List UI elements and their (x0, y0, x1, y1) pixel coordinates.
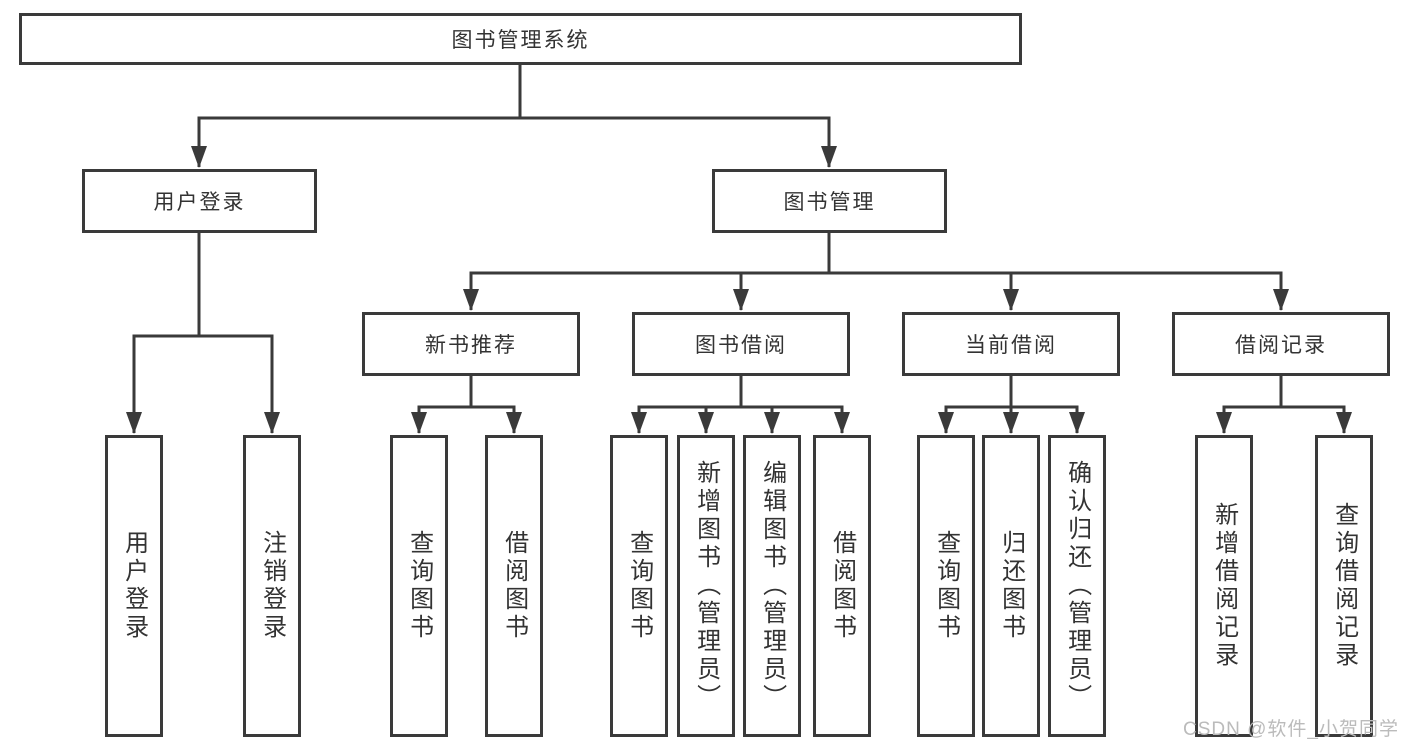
leaf-borrow-books-2: 借阅图书 (813, 435, 871, 737)
leaf-add-book-admin: 新增图书（管理员） (677, 435, 735, 737)
leaf-confirm-return-admin: 确认归还（管理员） (1048, 435, 1106, 737)
leaf-query-books-3: 查询图书 (917, 435, 975, 737)
node-library-system: 图书管理系统 (19, 13, 1022, 65)
node-new-book-recommend: 新书推荐 (362, 312, 580, 376)
leaf-logout: 注销登录 (243, 435, 301, 737)
node-book-borrowing: 图书借阅 (632, 312, 850, 376)
leaf-user-login: 用户登录 (105, 435, 163, 737)
node-borrow-records: 借阅记录 (1172, 312, 1390, 376)
watermark: CSDN @软件_小贺同学 (1183, 719, 1399, 740)
leaf-add-borrow-record: 新增借阅记录 (1195, 435, 1253, 737)
leaf-edit-book-admin: 编辑图书（管理员） (743, 435, 801, 737)
leaf-query-borrow-record: 查询借阅记录 (1315, 435, 1373, 737)
node-user-login: 用户登录 (82, 169, 317, 233)
leaf-return-book: 归还图书 (982, 435, 1040, 737)
leaf-query-books-2: 查询图书 (610, 435, 668, 737)
leaf-borrow-books-1: 借阅图书 (485, 435, 543, 737)
node-current-borrowing: 当前借阅 (902, 312, 1120, 376)
leaf-query-books-1: 查询图书 (390, 435, 448, 737)
node-book-management: 图书管理 (712, 169, 947, 233)
